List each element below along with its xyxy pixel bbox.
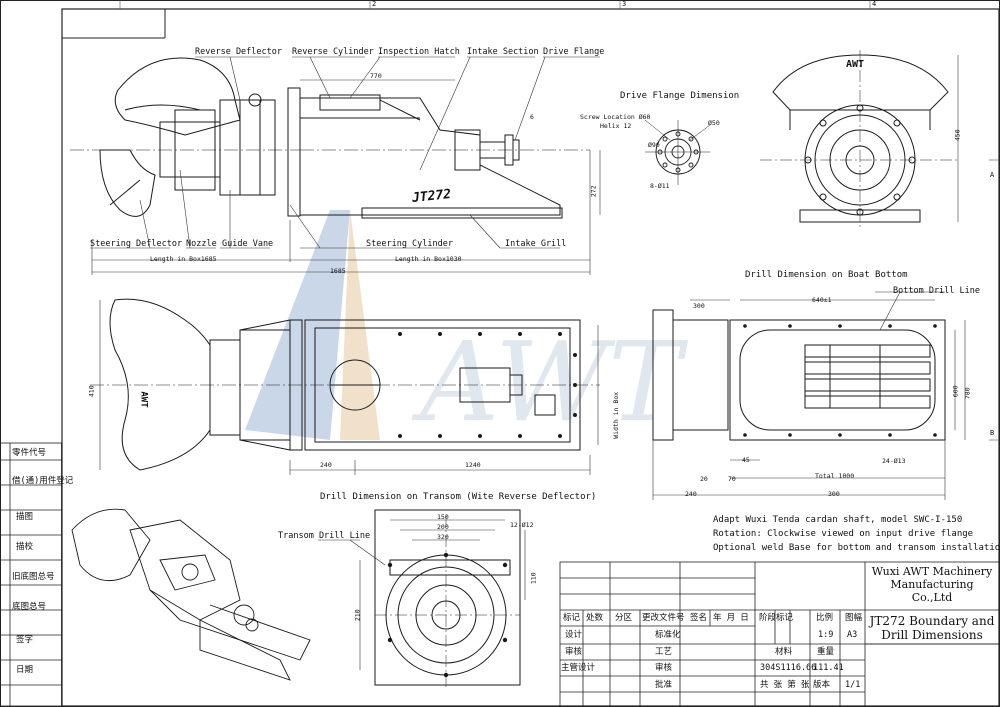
tb-design: 设计 — [565, 630, 583, 640]
drive-flange-note-1: Screw Location Ø60 — [580, 113, 651, 121]
transom-dim-210: 210 — [353, 609, 362, 622]
drill-boat-bottom-title: Drill Dimension on Boat Bottom — [745, 270, 908, 280]
left-cell-0: 零件代号 — [12, 448, 47, 458]
left-cell-1: 借(通)用件登记 — [12, 476, 74, 486]
drive-flange-dia-inner: Ø50 — [708, 119, 720, 127]
tb-size-value: A3 — [847, 630, 858, 640]
label-transom-drill-line: Transom Drill Line — [278, 531, 371, 541]
tb-approve: 批准 — [655, 680, 673, 690]
tb-scale-value: 1:9 — [818, 630, 834, 640]
dim-272: 272 — [589, 185, 598, 198]
left-cell-2: 描图 — [16, 512, 34, 522]
tb-check: 审核 — [565, 647, 583, 657]
row-letter-a: A — [990, 171, 995, 179]
plan-dim-1240: 1240 — [465, 461, 481, 469]
left-cell-7: 日期 — [16, 665, 34, 675]
bottom-dim-640: 640±1 — [812, 296, 832, 304]
drawing-title-line-2: Drill Dimensions — [881, 628, 983, 642]
bottom-dim-45: 45 — [742, 456, 750, 464]
dim-length-total: 1685 — [330, 267, 346, 275]
bottom-dim-300: 300 — [693, 302, 705, 310]
bottom-holes: 24-Ø13 — [882, 457, 906, 465]
column-number-3: 3 — [622, 0, 627, 8]
dim-770: 770 — [370, 72, 382, 80]
company-name-line-2: Manufacturing — [890, 578, 974, 591]
tb-sheet-value: 1/1 — [845, 680, 861, 690]
tb-header-zone: 分区 — [615, 613, 633, 623]
drive-flange-title: Drive Flange Dimension — [620, 91, 740, 101]
left-cell-6: 签字 — [16, 635, 34, 645]
label-intake-section: Intake Section — [467, 47, 539, 57]
tb-chief-design: 主管设计 — [561, 663, 596, 673]
tb-weight-value: 111.41 — [813, 663, 844, 673]
transom-dim-320: 320 — [437, 533, 449, 541]
tb-header-date: 年 月 日 — [713, 613, 749, 623]
tb-header-mark: 标记 — [563, 613, 581, 623]
note-line-3: Optional weld Base for bottom and transo… — [713, 543, 1000, 553]
tb-header-scale: 比例 — [816, 613, 834, 623]
left-cell-4: 旧底图总号 — [12, 572, 55, 582]
transom-dim-110: 110 — [529, 572, 538, 585]
tb-header-change-doc: 更改文件号 — [642, 613, 685, 623]
bottom-dim-20: 20 — [700, 475, 708, 483]
drawing-title-line-1: JT272 Boundary and — [869, 614, 995, 628]
label-guide-vane: Guide Vane — [222, 239, 274, 249]
drive-flange-holes: 8-Ø11 — [650, 182, 670, 190]
label-inspection-hatch: Inspection Hatch — [378, 47, 460, 57]
tb-header-size: 图幅 — [845, 613, 863, 623]
bottom-total-length: Total 1000 — [815, 472, 855, 480]
company-name-line-3: Co.,Ltd — [911, 591, 953, 604]
note-line-2: Rotation: Clockwise viewed on input driv… — [713, 529, 974, 539]
front-view-brand: AWT — [846, 59, 865, 70]
dim-length-main: Length in Box1685 — [150, 255, 217, 263]
transom-holes: 12-Ø12 — [510, 521, 534, 529]
tb-header-stage: 阶段标记 — [759, 613, 794, 623]
column-number-2: 2 — [372, 0, 377, 8]
label-reverse-cylinder: Reverse Cylinder — [292, 47, 374, 57]
tb-material-label: 材料 — [775, 647, 793, 657]
tb-review: 审核 — [655, 663, 673, 673]
model-mark: JT272 — [411, 186, 452, 207]
tb-standardization: 标准化 — [655, 630, 681, 640]
bottom-dim-240: 240 — [685, 490, 697, 498]
dim-length-intake: Length in Box1030 — [395, 255, 462, 263]
drive-flange-note-2: Helix 12 — [600, 122, 632, 130]
bottom-dim-780: 780 — [963, 387, 972, 400]
bottom-dim-300b: 300 — [828, 490, 840, 498]
plan-view-brand: AWT — [138, 391, 149, 408]
label-steering-cylinder: Steering Cylinder — [366, 239, 453, 249]
label-drive-flange: Drive Flange — [543, 47, 605, 57]
tb-sheets-label: 共 张 第 张 — [760, 680, 810, 690]
left-cell-3: 描校 — [16, 542, 34, 552]
column-number-4: 4 — [872, 0, 877, 8]
tb-material-value: 304S1116.66 — [760, 663, 817, 673]
label-nozzle: Nozzle — [186, 239, 217, 249]
plan-dim-240: 240 — [320, 461, 332, 469]
front-view-height: 450 — [953, 129, 962, 142]
tb-version-label: 版本 — [813, 680, 831, 690]
svg-text:AWT: AWT — [411, 318, 689, 446]
label-bottom-drill-line: Bottom Drill Line — [893, 286, 980, 296]
label-steering-deflector: Steering Deflector — [90, 239, 183, 249]
drive-flange-dia-outer: Ø90 — [648, 141, 660, 149]
company-name-line-1: Wuxi AWT Machinery — [871, 565, 993, 578]
left-cell-5: 底图总号 — [12, 602, 47, 612]
label-intake-grill: Intake Grill — [505, 239, 567, 249]
bottom-dim-600: 600 — [951, 385, 960, 398]
tb-weight-label: 重量 — [817, 647, 835, 657]
dim-6: 6 — [530, 113, 534, 121]
transom-dim-150: 150 — [437, 513, 449, 521]
tb-header-sign: 签名 — [690, 613, 708, 623]
plan-width-label: Width in Box — [612, 391, 621, 439]
plan-dim-410: 410 — [87, 385, 96, 398]
row-letter-b: B — [990, 429, 995, 437]
label-reverse-deflector: Reverse Deflector — [195, 47, 282, 57]
tb-header-count: 处数 — [586, 613, 604, 623]
transom-dim-200: 200 — [437, 523, 449, 531]
bottom-dim-70: 70 — [728, 475, 736, 483]
tb-process: 工艺 — [655, 647, 673, 657]
drill-transom-title: Drill Dimension on Transom (Wite Reverse… — [320, 492, 597, 502]
note-line-1: Adapt Wuxi Tenda cardan shaft, model SWC… — [713, 515, 963, 525]
